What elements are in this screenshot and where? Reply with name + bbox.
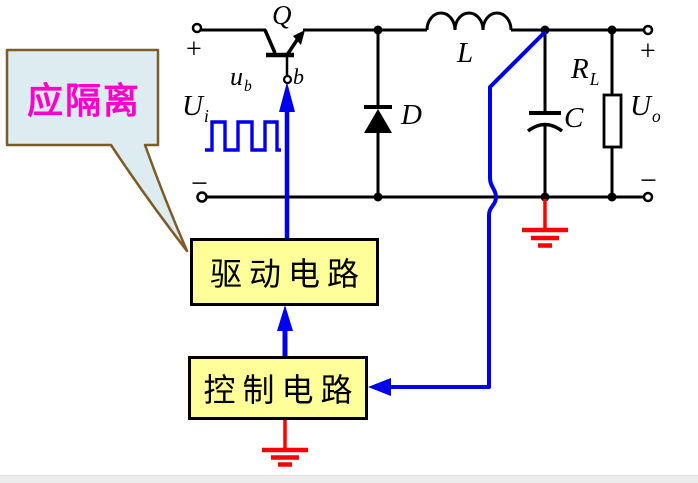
capacitor-curved-plate	[526, 122, 564, 133]
feedback-arrow-icon	[368, 378, 391, 396]
drive-to-base-arrow-icon	[279, 82, 295, 112]
load-resistor-sub: L	[589, 68, 600, 89]
input-plus-terminal	[191, 22, 203, 34]
terminals	[191, 22, 654, 203]
output-minus-terminal	[642, 191, 654, 203]
base-terminal-circle	[282, 74, 293, 85]
callout-annotation: 应隔离	[26, 81, 141, 121]
wires	[201, 28, 645, 199]
base-signal-sub: b	[244, 78, 252, 96]
blue-signals	[205, 30, 547, 396]
control-to-drive-arrow-icon	[277, 305, 293, 331]
junction-dot	[607, 25, 617, 35]
input-plus-sign: +	[186, 34, 202, 65]
pwm-waveform-icon	[205, 120, 281, 152]
control-circuit-label: 控制电路	[203, 372, 360, 408]
junction-dot	[607, 192, 617, 202]
base-terminal-label: b	[293, 64, 304, 89]
output-voltage-sub: o	[651, 105, 661, 126]
transistor-symbol	[263, 29, 305, 85]
diode-label: D	[401, 99, 422, 131]
inductor-symbol	[425, 11, 513, 31]
output-minus-sign: −	[640, 164, 657, 197]
input-minus-terminal	[196, 191, 208, 203]
emitter-arrow-icon	[293, 30, 305, 45]
load-resistor-label: RL	[571, 55, 599, 88]
drive-circuit-block: 驱动电路	[190, 238, 379, 306]
junction-dot	[540, 192, 550, 202]
capacitor-label: C	[564, 102, 584, 134]
junction-dot	[373, 192, 383, 202]
input-voltage-label: Ui	[182, 92, 209, 125]
base-signal-label: ub	[230, 64, 252, 95]
resistor-symbol	[602, 93, 623, 149]
inductor-label: L	[457, 37, 474, 69]
drive-circuit-label: 驱动电路	[209, 256, 366, 292]
output-plus-sign: +	[640, 36, 656, 67]
page-bottom-strip	[0, 475, 698, 483]
capacitor-symbol	[526, 111, 564, 133]
input-voltage-sub: i	[203, 105, 209, 126]
output-voltage-label: Uo	[630, 92, 661, 125]
diode-triangle	[364, 109, 392, 133]
callout-bubble	[5, 48, 189, 253]
control-circuit-block: 控制电路	[188, 356, 368, 420]
junction-dot	[373, 25, 383, 35]
output-plus-terminal	[642, 24, 654, 36]
input-minus-sign: −	[191, 167, 208, 200]
base-signal-main: u	[230, 62, 243, 91]
output-voltage-main: U	[630, 90, 651, 122]
callout-shape	[5, 48, 189, 253]
feedback-line	[390, 30, 547, 389]
input-voltage-main: U	[182, 90, 203, 122]
transistor-label: Q	[272, 0, 292, 30]
diode-symbol	[364, 105, 392, 133]
transistor-collector	[263, 29, 277, 54]
ground-control	[262, 420, 308, 467]
ground-output	[522, 199, 568, 248]
load-resistor-main: R	[571, 53, 589, 85]
